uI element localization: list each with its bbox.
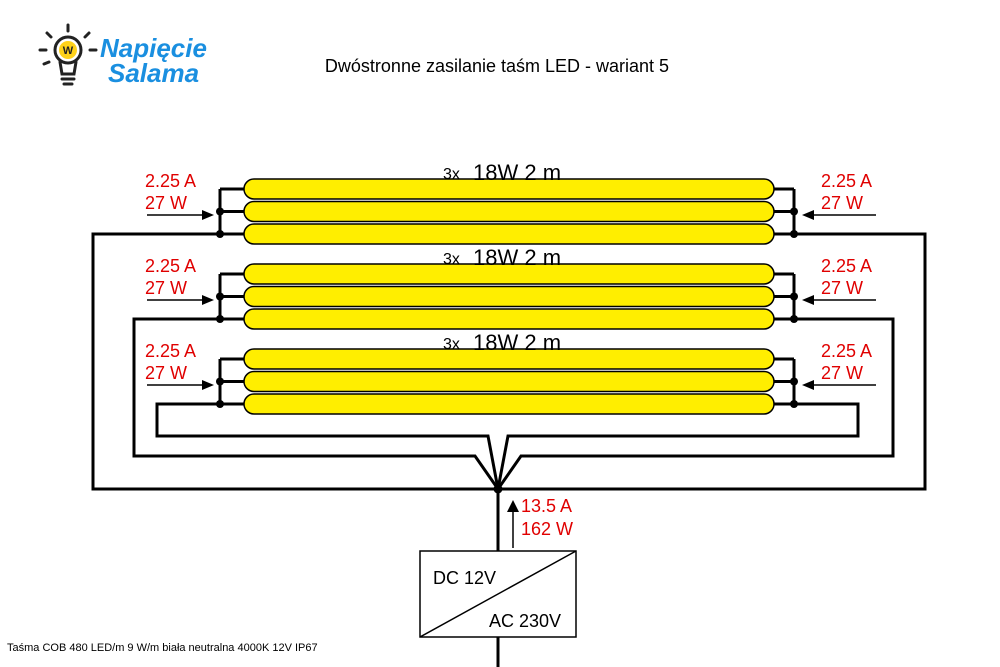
total-arrow — [507, 500, 519, 548]
right-junction — [790, 315, 798, 323]
strip-spec-label: 18W 2 m — [473, 245, 561, 270]
right-junction — [790, 377, 798, 386]
led-strip — [243, 308, 775, 330]
total-power: 162 W — [521, 519, 573, 539]
left-arrow-head — [202, 210, 214, 220]
right-junction — [790, 230, 798, 238]
power-supply — [419, 550, 577, 638]
led-strip — [243, 263, 775, 285]
led-strip — [243, 285, 775, 308]
logo-badge — [59, 41, 77, 59]
diagram-title: Dwóstronne zasilanie taśm LED - wariant … — [325, 56, 669, 76]
led-strip — [243, 348, 775, 370]
left-junction — [216, 207, 224, 216]
logo-line2: Salama — [108, 58, 199, 88]
right-arrow-head — [802, 380, 814, 390]
led-strip — [243, 370, 775, 393]
logo-line1: Napięcie — [100, 33, 207, 63]
right-arrow-head — [802, 210, 814, 220]
left-arrow-head — [202, 295, 214, 305]
total-current: 13.5 A — [521, 496, 572, 516]
feed-wires — [91, 232, 927, 667]
right-power-label: 27 W — [821, 363, 863, 383]
right-junction — [790, 292, 798, 301]
left-power-label: 27 W — [145, 278, 187, 298]
right-current-label: 2.25 A — [821, 341, 872, 361]
left-junction — [216, 400, 224, 408]
strip-count-label: 3x — [443, 166, 460, 183]
right-junction — [790, 400, 798, 408]
right-junction — [790, 207, 798, 216]
right-power-label: 27 W — [821, 193, 863, 213]
strip-spec-footnote: Taśma COB 480 LED/m 9 W/m biała neutraln… — [7, 642, 318, 654]
strip-count-label: 3x — [443, 251, 460, 268]
left-junction — [216, 230, 224, 238]
left-current-label: 2.25 A — [145, 341, 196, 361]
left-power-label: 27 W — [145, 363, 187, 383]
logo: W Napięcie Salama — [38, 23, 207, 88]
led-strip — [243, 223, 775, 245]
left-power-label: 27 W — [145, 193, 187, 213]
left-arrow-head — [202, 380, 214, 390]
logo-badge-text: W — [63, 45, 74, 57]
left-junction — [216, 292, 224, 301]
left-current-label: 2.25 A — [145, 256, 196, 276]
right-power-label: 27 W — [821, 278, 863, 298]
right-current-label: 2.25 A — [821, 256, 872, 276]
strip-spec-label: 18W 2 m — [473, 330, 561, 355]
psu-input: AC 230V — [489, 611, 561, 631]
led-strip — [243, 200, 775, 223]
psu-output: DC 12V — [433, 568, 496, 588]
led-strip — [243, 393, 775, 415]
strip-spec-label: 18W 2 m — [473, 160, 561, 185]
strip-count-label: 3x — [443, 336, 460, 353]
left-current-label: 2.25 A — [145, 171, 196, 191]
right-arrow-head — [802, 295, 814, 305]
feed-junction — [493, 484, 503, 494]
right-current-label: 2.25 A — [821, 171, 872, 191]
lightbulb-icon — [38, 23, 98, 86]
left-junction — [216, 315, 224, 323]
led-strip — [243, 178, 775, 200]
left-junction — [216, 377, 224, 386]
